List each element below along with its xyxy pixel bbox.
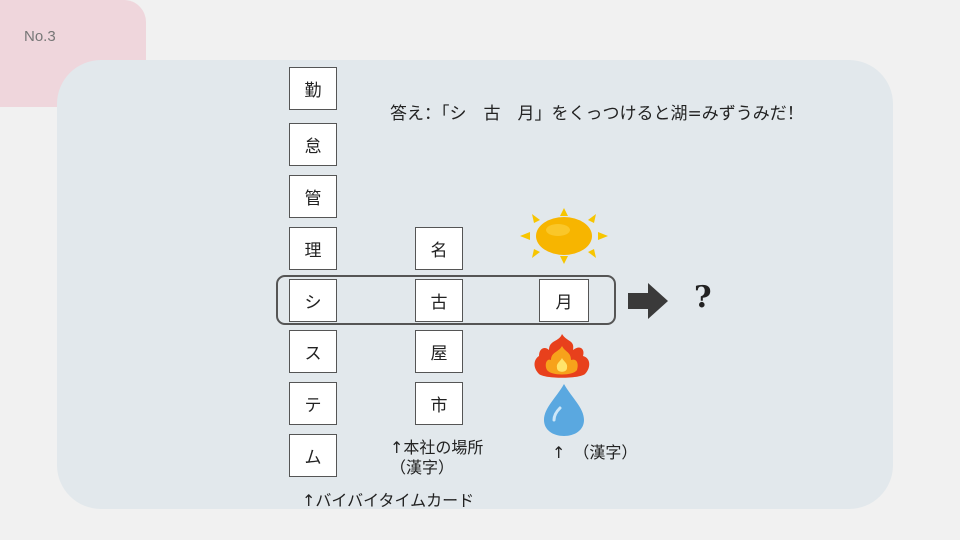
answer-text: 答え：「シ 古 月」をくっつけると湖=みずうみだ！ <box>390 104 804 124</box>
char-box-col1: ス <box>289 330 337 373</box>
char-box-col1: 怠 <box>289 123 337 166</box>
slide-number: No.3 <box>24 28 56 45</box>
fire-icon <box>534 334 590 378</box>
char-box-col2: 屋 <box>415 330 463 373</box>
highlight-frame <box>276 275 616 325</box>
char-box-col1: 管 <box>289 175 337 218</box>
char-box-col1-highlighted: シ <box>289 279 337 322</box>
content-panel <box>57 60 893 509</box>
char-box-col1: 勤 <box>289 67 337 110</box>
char-box-col1: テ <box>289 382 337 425</box>
char-box-col1: 理 <box>289 227 337 270</box>
column3-caption: ↑ （漢字） <box>552 443 638 462</box>
question-mark: ? <box>694 280 712 315</box>
char-box-col2: 名 <box>415 227 463 270</box>
char-box-col2-highlighted: 古 <box>415 279 463 322</box>
sun-icon <box>520 208 608 264</box>
column1-caption: ↑バイバイタイムカード <box>302 491 475 510</box>
char-box-col2: 市 <box>415 382 463 425</box>
column2-caption-line2: （漢字） <box>390 458 455 477</box>
char-box-col1: ム <box>289 434 337 477</box>
right-arrow-icon <box>628 283 668 319</box>
char-box-col3-highlighted: 月 <box>539 279 589 322</box>
water-drop-icon <box>544 384 584 436</box>
column2-caption-line1: ↑本社の場所 <box>390 438 484 457</box>
